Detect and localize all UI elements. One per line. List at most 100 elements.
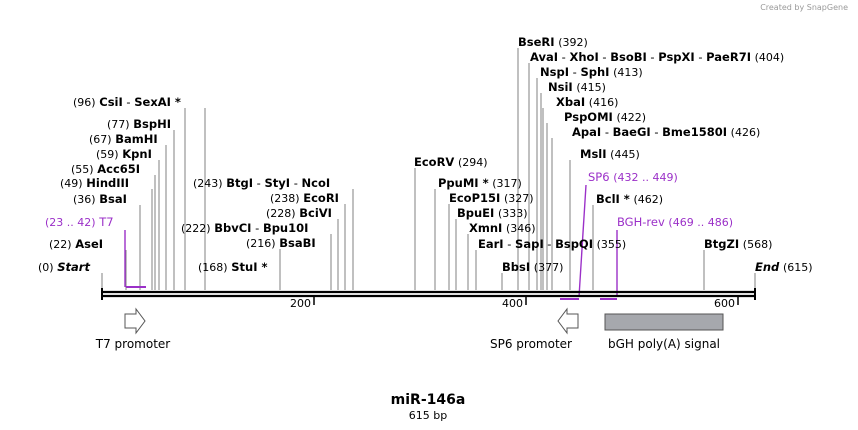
- enzyme-name: NsiI: [548, 80, 573, 94]
- site-position: (462): [633, 193, 663, 206]
- site-position: (346): [506, 222, 536, 235]
- enzyme-name: SphI: [580, 65, 609, 79]
- enzyme-separator: -: [251, 221, 262, 235]
- enzyme-name: NspI: [540, 65, 569, 79]
- restriction-site-label: (67) BamHI: [89, 132, 158, 146]
- enzyme-name: BseRI: [518, 35, 555, 49]
- enzyme-name: BspQI: [555, 237, 593, 251]
- enzyme-name: End: [755, 260, 780, 274]
- site-position: (168): [198, 261, 228, 274]
- restriction-site-label: EarI - SapI - BspQI (355): [478, 237, 626, 251]
- primer-bars: [126, 286, 617, 300]
- enzyme-name: CsiI: [99, 95, 123, 109]
- site-position: (243): [193, 177, 223, 190]
- enzyme-name: PaeR7I: [706, 50, 751, 64]
- enzyme-name: ApaI: [572, 125, 601, 139]
- enzyme-name: EarI: [478, 237, 504, 251]
- enzyme-name: KpnI: [122, 147, 152, 161]
- bgh-polya-signal-label: bGH poly(A) signal: [608, 337, 720, 351]
- restriction-site-label: BtgZI (568): [704, 237, 772, 251]
- restriction-site-label: XmnI (346): [469, 221, 536, 235]
- ruler-label-600: 600: [714, 297, 735, 310]
- site-position: (55): [71, 163, 94, 176]
- primer-label: BGH-rev (469 .. 486): [617, 215, 733, 229]
- site-position: (568): [743, 238, 773, 251]
- enzyme-name: AseI: [75, 237, 103, 251]
- enzyme-name: BtgZI: [704, 237, 739, 251]
- site-position: (327): [504, 192, 534, 205]
- restriction-site-label: BseRI (392): [518, 35, 588, 49]
- snapgene-credit: Created by SnapGene: [760, 3, 848, 12]
- map-subtitle: 615 bp: [409, 409, 447, 422]
- site-position: (216): [246, 237, 276, 250]
- restriction-site-label: NspI - SphI (413): [540, 65, 643, 79]
- enzyme-name: XbaI: [556, 95, 585, 109]
- restriction-site-label: BpuEI (333): [457, 206, 528, 220]
- enzyme-name: EcoP15I: [449, 191, 500, 205]
- ruler: 200 400 600: [290, 297, 739, 310]
- enzyme-name: BbsI: [502, 260, 530, 274]
- site-leader-lines: [101, 48, 756, 290]
- restriction-site-label: (216) BsaBI: [246, 236, 316, 250]
- restriction-site-label: (222) BbvCI - Bpu10I: [181, 221, 308, 235]
- enzyme-separator: -: [601, 125, 612, 139]
- restriction-site-label: End (615): [755, 260, 813, 274]
- primer-range: (432 .. 449): [613, 171, 678, 184]
- restriction-site-labels: (0) Start(22) AseI(36) BsaI(49) HindIII(…: [38, 35, 813, 274]
- enzyme-name: BsaBI: [279, 236, 315, 250]
- enzyme-name: PspXI: [658, 50, 694, 64]
- enzyme-separator: -: [290, 176, 301, 190]
- site-position: (317): [492, 177, 522, 190]
- enzyme-name: BsoBI: [610, 50, 647, 64]
- t7-promoter-arrow: [124, 307, 146, 335]
- bgh-polya-signal-box: [604, 313, 724, 331]
- sp6-promoter-arrow: [557, 307, 579, 335]
- restriction-site-label: (168) StuI *: [198, 260, 268, 274]
- enzyme-name: StyI: [265, 176, 291, 190]
- site-position: (36): [73, 193, 96, 206]
- enzyme-name: BtgI: [226, 176, 253, 190]
- restriction-site-label: EcoP15I (327): [449, 191, 534, 205]
- restriction-site-label: NsiI (415): [548, 80, 606, 94]
- site-position: (333): [498, 207, 528, 220]
- enzyme-separator: -: [647, 50, 658, 64]
- site-position: (392): [558, 36, 588, 49]
- restriction-site-label: AvaI - XhoI - BsoBI - PspXI - PaeR7I (40…: [530, 50, 784, 64]
- restriction-site-label: EcoRV (294): [414, 155, 488, 169]
- enzyme-name: AvaI: [530, 50, 558, 64]
- restriction-site-label: PpuMI * (317): [438, 176, 522, 190]
- t7-promoter-label: T7 promoter: [95, 337, 171, 351]
- features: T7 promoter SP6 promoter bGH poly(A) sig…: [95, 307, 724, 351]
- ruler-label-200: 200: [290, 297, 311, 310]
- enzyme-name: StuI *: [231, 260, 267, 274]
- site-position: (415): [576, 81, 606, 94]
- site-position: (377): [534, 261, 564, 274]
- enzyme-name: HindIII: [86, 176, 129, 190]
- restriction-site-label: (0) Start: [38, 260, 90, 274]
- enzyme-separator: -: [695, 50, 706, 64]
- map-title: miR-146a: [391, 392, 466, 408]
- restriction-site-label: (55) Acc65I: [71, 162, 140, 176]
- site-position: (416): [589, 96, 619, 109]
- enzyme-name: NcoI: [302, 176, 331, 190]
- restriction-site-label: (49) HindIII: [60, 176, 129, 190]
- site-position: (294): [458, 156, 488, 169]
- enzyme-name: Start: [57, 260, 90, 274]
- site-position: (413): [613, 66, 643, 79]
- restriction-site-label: (59) KpnI: [96, 147, 152, 161]
- site-position: (426): [731, 126, 761, 139]
- site-position: (222): [181, 222, 211, 235]
- site-position: (228): [266, 207, 296, 220]
- enzyme-separator: -: [599, 50, 610, 64]
- site-position: (59): [96, 148, 119, 161]
- restriction-site-label: PspOMI (422): [564, 110, 646, 124]
- restriction-site-label: (36) BsaI: [73, 192, 127, 206]
- enzyme-name: XmnI: [469, 221, 502, 235]
- enzyme-name: BsaI: [99, 192, 127, 206]
- primer-range: (23 .. 42): [45, 216, 96, 229]
- enzyme-name: BbvCI: [214, 221, 251, 235]
- site-position: (422): [616, 111, 646, 124]
- restriction-site-label: MslI (445): [580, 147, 640, 161]
- enzyme-separator: -: [504, 237, 515, 251]
